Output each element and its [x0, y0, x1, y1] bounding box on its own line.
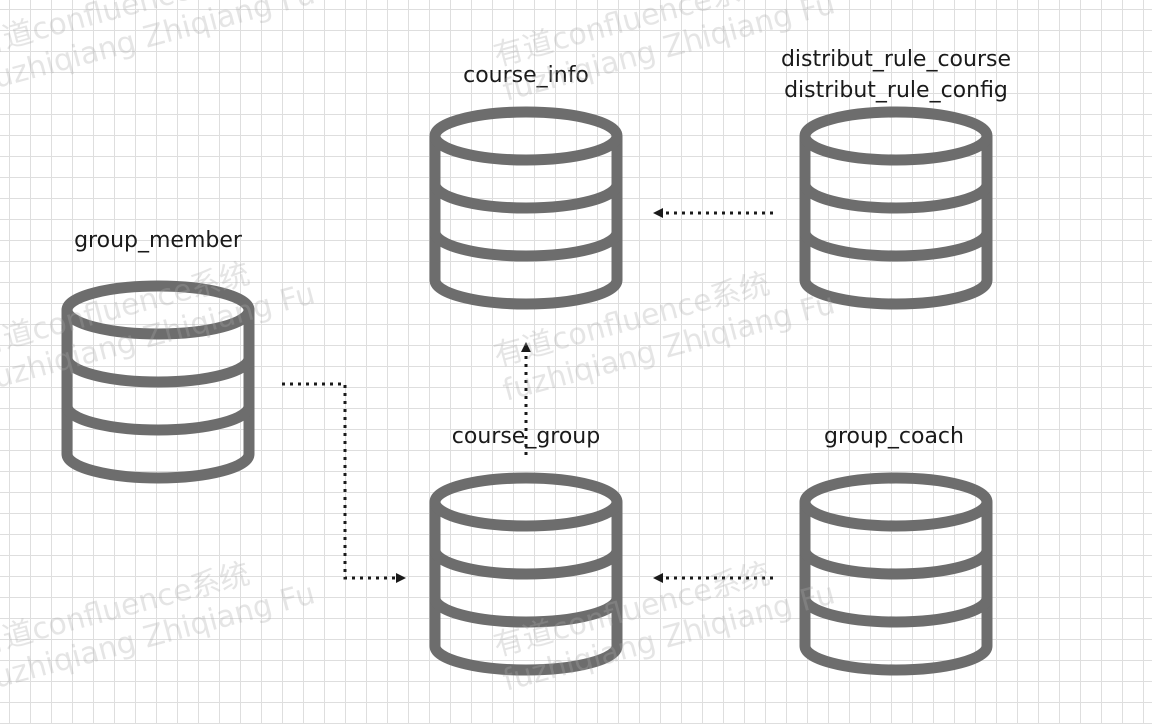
- cylinder-band: [799, 549, 993, 580]
- cylinder-body: [61, 310, 255, 484]
- cylinder-top: [429, 472, 623, 532]
- cylinder-band: [429, 549, 623, 580]
- cylinder-band: [799, 183, 993, 214]
- database-course-group: [429, 472, 623, 676]
- cylinder-top: [799, 106, 993, 166]
- database-group-member: [61, 280, 255, 484]
- db-label-line: course_group: [451, 424, 601, 449]
- connector-group-member-to-course-group: [282, 382, 406, 583]
- db-label-group-member: group_member: [48, 225, 268, 256]
- db-label-line: course_info: [463, 63, 589, 88]
- cylinder-top: [61, 280, 255, 340]
- cylinders-layer: [61, 106, 993, 676]
- cylinder-body: [799, 502, 993, 676]
- cylinder-band: [799, 597, 993, 628]
- db-label-line: distribut_rule_config: [784, 78, 1008, 103]
- db-label-line: distribut_rule_course: [780, 47, 1012, 72]
- db-label-group-coach: group_coach: [784, 421, 1004, 452]
- db-label-course-group: course_group: [416, 421, 636, 452]
- connectors-layer: [282, 208, 773, 583]
- db-label-line: group_member: [74, 228, 242, 253]
- database-distribut-rule: [799, 106, 993, 310]
- cylinder-top: [799, 472, 993, 532]
- cylinder-body: [429, 502, 623, 676]
- database-group-coach: [799, 472, 993, 676]
- database-course-info: [429, 106, 623, 310]
- cylinder-top: [429, 106, 623, 166]
- cylinder-band: [61, 357, 255, 388]
- db-label-course-info: course_info: [414, 60, 638, 91]
- cylinder-body: [429, 136, 623, 310]
- cylinder-band: [429, 231, 623, 262]
- db-label-distribut-rule: distribut_rule_course distribut_rule_con…: [756, 44, 1036, 106]
- cylinder-band: [61, 405, 255, 436]
- cylinder-band: [429, 597, 623, 628]
- cylinder-band: [429, 183, 623, 214]
- db-label-line: group_coach: [824, 424, 964, 449]
- cylinder-body: [799, 136, 993, 310]
- cylinder-band: [799, 231, 993, 262]
